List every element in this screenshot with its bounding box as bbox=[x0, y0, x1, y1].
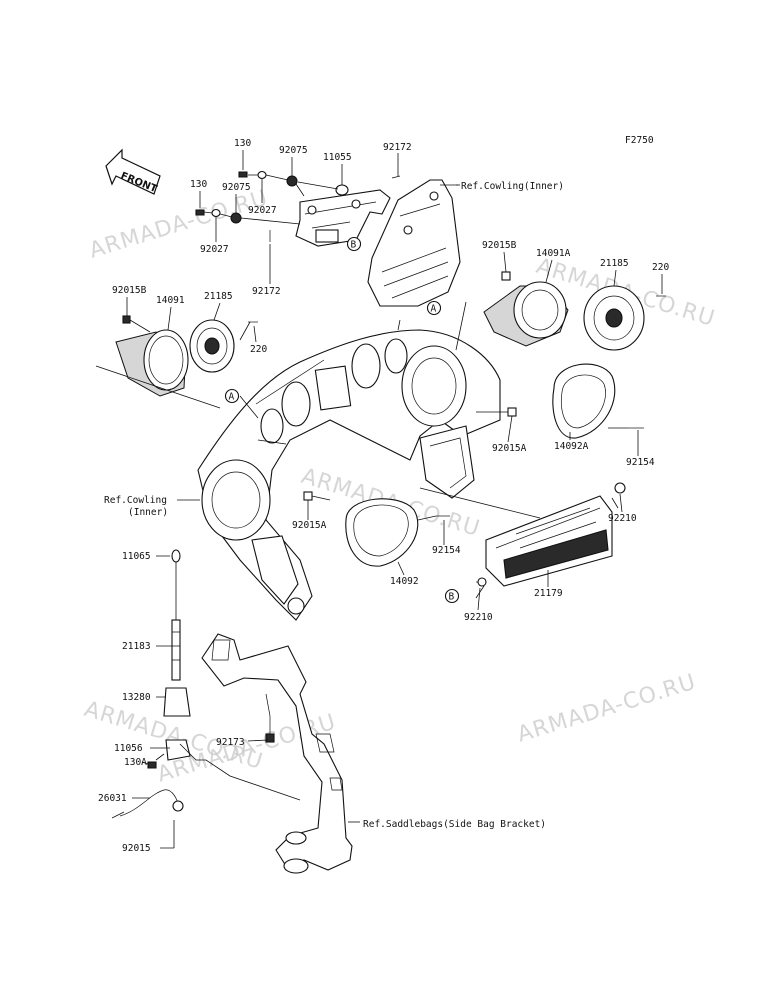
part-label: 92027 bbox=[200, 244, 229, 255]
part-label: 130 bbox=[234, 138, 251, 149]
part-label: 92075 bbox=[279, 145, 308, 156]
upper-bracket-group bbox=[195, 170, 401, 247]
part-label: 92154 bbox=[432, 545, 461, 556]
callout-b-letter: B bbox=[449, 592, 455, 603]
part-label: 92173 bbox=[216, 737, 245, 748]
watermark: ARMADA-CO.RU bbox=[514, 670, 699, 748]
part-labels: 130 130 92075 92075 11055 92172 92172 92… bbox=[98, 138, 669, 854]
callout-a-letter: A bbox=[431, 304, 437, 315]
main-fairing bbox=[197, 301, 501, 621]
part-label: 14092 bbox=[390, 576, 419, 587]
part-label: 92015 bbox=[122, 843, 151, 854]
part-label: 13280 bbox=[122, 692, 151, 703]
part-label: 92210 bbox=[464, 612, 493, 623]
ref-cowling-inner-left: Ref.Cowling bbox=[104, 495, 167, 506]
part-label: 92015B bbox=[482, 240, 517, 251]
part-label: 92210 bbox=[608, 513, 637, 524]
ref-cowling-inner-top: Ref.Cowling(Inner) bbox=[461, 181, 564, 192]
part-label: 220 bbox=[250, 344, 267, 355]
part-label: 21185 bbox=[204, 291, 233, 302]
reference-labels: Ref.Cowling(Inner) Ref.Cowling (Inner) R… bbox=[104, 181, 564, 830]
part-label: 92075 bbox=[222, 182, 251, 193]
part-label: 21183 bbox=[122, 641, 151, 652]
antenna-group bbox=[111, 549, 191, 848]
callout-b-top: B bbox=[346, 236, 362, 252]
label-leader-lines bbox=[126, 150, 663, 849]
part-label: 92015B bbox=[112, 285, 147, 296]
figure-code: F2750 bbox=[625, 135, 654, 146]
part-label: 11065 bbox=[122, 551, 151, 562]
side-bag-bracket bbox=[179, 633, 360, 874]
callout-b-bottom: B bbox=[444, 588, 460, 604]
part-label: 92172 bbox=[383, 142, 412, 153]
part-label: 92172 bbox=[252, 286, 281, 297]
callout-a-letter: A bbox=[229, 392, 235, 403]
cowling-inner-ref-piece bbox=[367, 179, 461, 307]
right-speaker-group bbox=[483, 271, 666, 351]
front-direction-arrow: FRONT bbox=[105, 148, 161, 195]
part-label: 26031 bbox=[98, 793, 127, 804]
callout-a-left: A bbox=[224, 388, 240, 404]
part-label: 92027 bbox=[248, 205, 277, 216]
part-label: 92015A bbox=[492, 443, 527, 454]
ref-cowling-inner-left-sub: (Inner) bbox=[128, 507, 168, 518]
callout-a-top: A bbox=[426, 300, 442, 316]
ref-saddlebags: Ref.Saddlebags(Side Bag Bracket) bbox=[363, 819, 546, 830]
part-label: 21179 bbox=[534, 588, 563, 599]
part-label: 92015A bbox=[292, 520, 327, 531]
part-label: 14091 bbox=[156, 295, 185, 306]
part-label: 130 bbox=[190, 179, 207, 190]
part-label: 21185 bbox=[600, 258, 629, 269]
part-label: 14091A bbox=[536, 248, 571, 259]
part-label: 14092A bbox=[554, 441, 589, 452]
part-label: 220 bbox=[652, 262, 669, 273]
watermark: ARMADA-CO.RU bbox=[86, 186, 271, 264]
callout-b-letter: B bbox=[351, 240, 357, 251]
part-label: 11055 bbox=[323, 152, 352, 163]
audio-unit-21179 bbox=[419, 482, 626, 599]
part-label: 11056 bbox=[114, 743, 143, 754]
part-label: 92154 bbox=[626, 457, 655, 468]
part-label: 130A bbox=[124, 757, 147, 768]
speaker-grille-14092A bbox=[476, 363, 644, 439]
left-speaker-group bbox=[95, 315, 258, 409]
